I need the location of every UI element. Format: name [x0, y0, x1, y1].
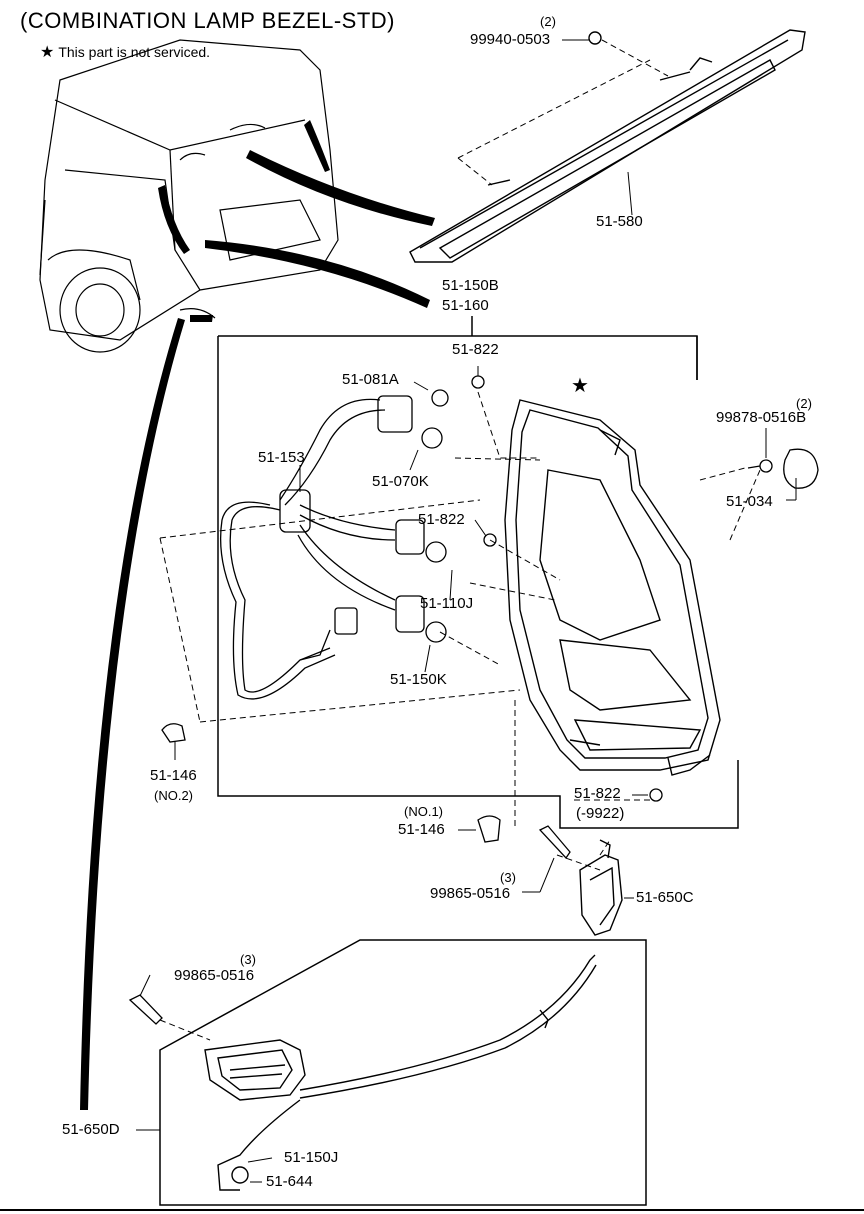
part-label-99865-0516: 99865-0516 — [430, 885, 511, 902]
part-label-51-153: 51-153 — [258, 449, 305, 466]
part-label-51-822: 51-822 — [452, 341, 499, 358]
serial-range-label: (-9922) — [576, 805, 625, 822]
star-icon-housing: ★ — [571, 375, 589, 397]
part-label-51-081A: 51-081A — [342, 371, 399, 388]
part-label-99878-0516B: 99878-0516B — [716, 409, 807, 426]
position-label-no1: (NO.1) — [404, 804, 443, 819]
part-label-51-150B: 51-150B — [442, 277, 499, 294]
fasteners — [128, 448, 819, 1025]
part-label-51-146: 51-146 — [150, 767, 197, 784]
part-label-51-150K: 51-150K — [390, 671, 447, 688]
part-label-51-070K: 51-070K — [372, 473, 429, 490]
qty-label: (3) — [240, 952, 256, 967]
part-label-51-822: 51-822 — [574, 785, 621, 802]
position-label-no2: (NO.2) — [154, 788, 193, 803]
vehicle-rear-illustration — [39, 39, 339, 353]
part-label-51-644: 51-644 — [266, 1173, 313, 1190]
part-label-51-160: 51-160 — [442, 297, 489, 314]
note-text: This part is not serviced. — [58, 44, 211, 60]
qty-label: (3) — [500, 870, 516, 885]
part-label-51-146: 51-146 — [398, 821, 445, 838]
callout-swooshes — [80, 120, 435, 1110]
dashed-leaders — [159, 39, 761, 1041]
combination-lamp-housing — [504, 399, 721, 776]
not-serviced-note: ★This part is not serviced. — [40, 42, 210, 62]
wiring-harness-51-153 — [219, 375, 497, 700]
diagram-title: (COMBINATION LAMP BEZEL-STD) — [20, 8, 396, 33]
part-label-99940-0503: 99940-0503 — [470, 31, 551, 48]
license-lamp-51-650D — [204, 954, 597, 1191]
bracket-51-650C — [579, 839, 623, 936]
part-label-51-110J: 51-110J — [420, 595, 474, 612]
group-frames — [159, 316, 739, 1206]
part-label-51-580: 51-580 — [596, 213, 643, 230]
part-label-51-650C: 51-650C — [636, 889, 694, 906]
part-label-51-822: 51-822 — [418, 511, 465, 528]
part-label-51-034: 51-034 — [726, 493, 773, 510]
label-leaders — [136, 39, 797, 1183]
qty-label: (2) — [540, 14, 556, 29]
star-icon: ★ — [40, 44, 55, 61]
qty-label: (2) — [796, 396, 812, 411]
part-label-51-650D: 51-650D — [62, 1121, 120, 1138]
part-label-51-150J: 51-150J — [284, 1149, 339, 1166]
part-label-99865-0516: 99865-0516 — [174, 967, 255, 984]
